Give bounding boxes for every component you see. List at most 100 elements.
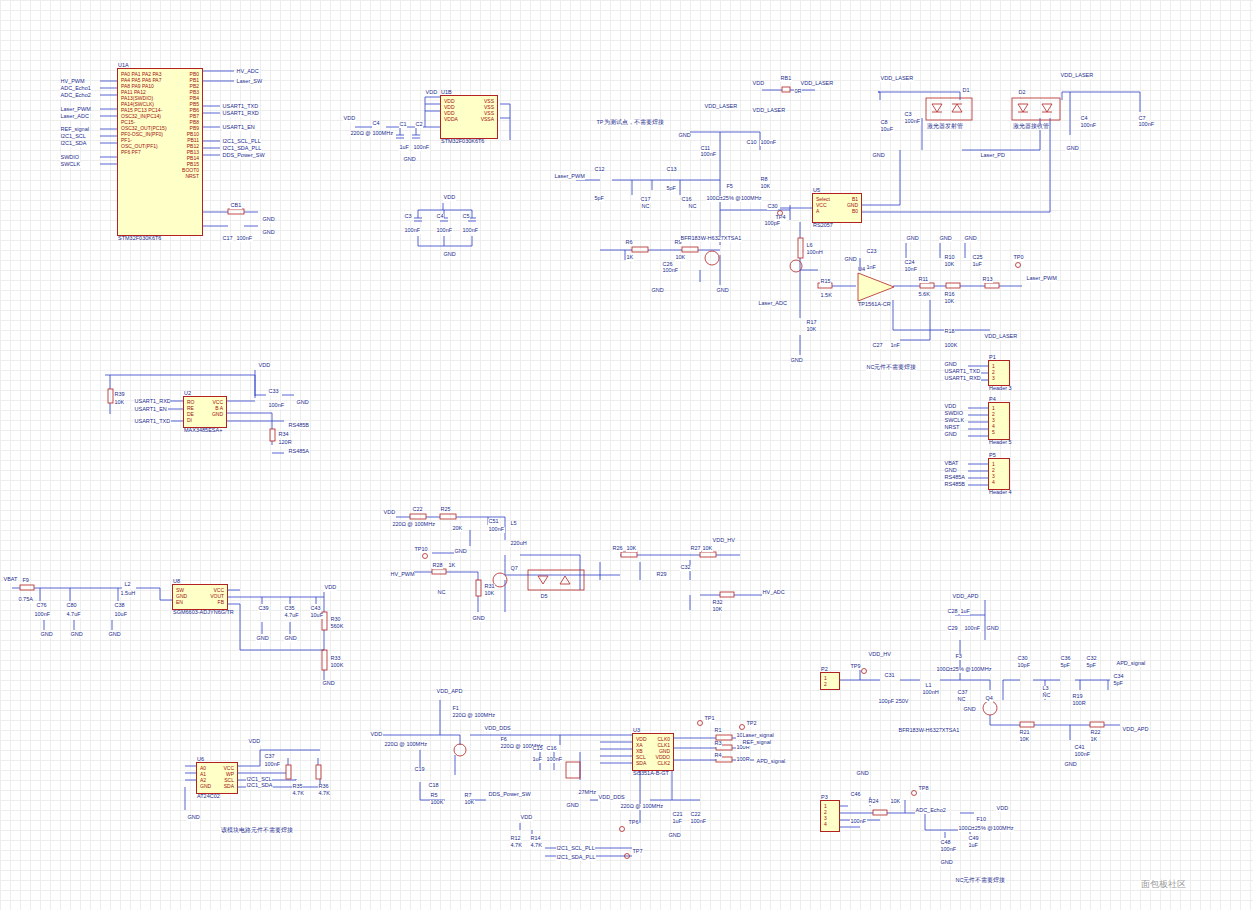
mcu-chip: U1APA0 PA1 PA2 PA3 PA4 PA5 PA6 PA7 PA8 P… bbox=[117, 68, 203, 236]
schematic-label: 面包板社区 bbox=[1140, 880, 1186, 889]
schematic-label: F5 bbox=[726, 184, 733, 190]
schematic-label: USART1_TXD bbox=[944, 369, 981, 375]
schematic-label: VDD_APD bbox=[952, 594, 979, 600]
schematic-label: Laser_PWM bbox=[1026, 276, 1057, 282]
schematic-label: 100R bbox=[736, 745, 750, 751]
schematic-label: R7 bbox=[464, 793, 472, 799]
schematic-label: L3 bbox=[1042, 686, 1049, 692]
schematic-label: 100R bbox=[1072, 701, 1086, 707]
schematic-label: 1nF bbox=[866, 265, 876, 271]
schematic-label: 5pF bbox=[666, 186, 676, 192]
schematic-label: C16 bbox=[546, 746, 557, 752]
schematic-label: 该模块电路元件不需要焊接 bbox=[220, 828, 293, 834]
schematic-label: 100nF bbox=[546, 757, 563, 763]
schematic-label: VDD_LASER bbox=[880, 76, 914, 82]
schematic-label: 4.7K bbox=[292, 791, 304, 797]
schematic-label: I2C1_SDA bbox=[246, 783, 273, 789]
schematic-label: R39 bbox=[114, 392, 125, 398]
schematic-label: GND bbox=[790, 358, 803, 364]
schematic-label: R6 bbox=[625, 240, 633, 246]
schematic-label: NC bbox=[1042, 693, 1051, 699]
part-number: Header 5 bbox=[989, 440, 1012, 446]
schematic-label: VDD bbox=[258, 363, 271, 369]
schematic-label: 100nF bbox=[1080, 123, 1097, 129]
schematic-label: C18 bbox=[428, 783, 439, 789]
pin-names: VDD XA XB SCL SDA bbox=[636, 736, 647, 768]
schematic-label: GND bbox=[1066, 146, 1079, 152]
schematic-label: C13 bbox=[666, 167, 677, 173]
schematic-label: Laser_signal bbox=[742, 733, 774, 739]
schematic-label: SWCLK bbox=[60, 162, 81, 168]
schematic-label: 1uF bbox=[672, 819, 682, 825]
schematic-label: VDD bbox=[248, 739, 261, 745]
schematic-label: C3 bbox=[904, 112, 912, 118]
schematic-label: L5 bbox=[510, 521, 517, 527]
pin-names: VCC WP SCL SDA bbox=[223, 765, 234, 791]
schematic-label: D2 bbox=[1018, 90, 1026, 96]
transistor-symbols bbox=[454, 251, 997, 778]
schematic-label: BFR183W-H6327XTSA1 bbox=[898, 728, 960, 734]
schematic-label: 10K bbox=[760, 184, 771, 190]
schematic-label: 0R bbox=[794, 89, 802, 95]
schematic-label: C46 bbox=[850, 792, 861, 798]
schematic-label: HV_PWM bbox=[390, 572, 415, 578]
schematic-label: VDD bbox=[324, 585, 337, 591]
schematic-label: R4 bbox=[714, 753, 722, 759]
schematic-label: USART1_RXD bbox=[222, 111, 259, 117]
schematic-label: RB1 bbox=[780, 76, 792, 82]
schematic-label: 10K bbox=[806, 327, 817, 333]
schematic-label: NC元件不需要焊接 bbox=[866, 365, 917, 371]
schematic-label: RS485A bbox=[944, 475, 966, 481]
pin-header: P21 2 bbox=[820, 672, 840, 690]
schematic-label: C25 bbox=[972, 255, 983, 261]
schematic-label: GND bbox=[108, 632, 121, 638]
schematic-label: I2C1_SDA_PLL bbox=[222, 146, 262, 152]
schematic-label: GND bbox=[443, 252, 456, 258]
pin-names: 1 2 3 4 bbox=[992, 461, 995, 487]
part-number: MAX3485ESA+ bbox=[184, 428, 222, 434]
schematic-label: GND bbox=[906, 236, 919, 242]
schematic-label: 激光器发射管 bbox=[926, 124, 963, 130]
schematic-label: C1 bbox=[399, 122, 407, 128]
schematic-label: 1nF bbox=[890, 343, 900, 349]
schematic-label: 1uF bbox=[972, 262, 982, 268]
schematic-label: GND bbox=[262, 230, 275, 236]
schematic-label: F10 bbox=[976, 817, 986, 823]
designator: U5 bbox=[813, 188, 820, 194]
schematic-label: VDD bbox=[443, 195, 456, 201]
schematic-label: ADC_Echo2 bbox=[60, 93, 91, 99]
designator: U1A bbox=[118, 63, 129, 69]
schematic-label: GND bbox=[1064, 762, 1077, 768]
schematic-label: GND bbox=[986, 626, 999, 632]
schematic-label: R19 bbox=[1072, 694, 1083, 700]
schematic-label: GND bbox=[40, 632, 53, 638]
schematic-label: F3 bbox=[955, 654, 962, 660]
schematic-label: 100K bbox=[330, 663, 344, 669]
schematic-label: 1K bbox=[1090, 737, 1098, 743]
schematic-label: 10K bbox=[114, 400, 125, 406]
part-number: TP1561A-CR bbox=[858, 302, 891, 308]
schematic-label: GND bbox=[472, 616, 485, 622]
schematic-label: R36 bbox=[318, 784, 329, 790]
schematic-label: 10nF bbox=[904, 267, 918, 273]
schematic-label: GND bbox=[262, 217, 275, 223]
schematic-label: 220Ω @ 100MHz bbox=[620, 804, 663, 810]
designator: U8 bbox=[173, 579, 180, 585]
schematic-label: R22 bbox=[1090, 730, 1101, 736]
schematic-label: NC bbox=[957, 697, 966, 703]
schematic-label: C11 bbox=[700, 146, 711, 152]
schematic-label: 10K bbox=[702, 546, 713, 552]
schematic-label: 10K bbox=[944, 299, 955, 305]
schematic-label: I2C1_SDA bbox=[60, 141, 87, 147]
schematic-label: GND bbox=[872, 153, 885, 159]
schematic-label: TP6 bbox=[628, 820, 639, 826]
schematic-label: Laser_ADC bbox=[60, 114, 89, 120]
schematic-label: USART1_TXD bbox=[222, 104, 259, 110]
schematic-label: 0.75A bbox=[18, 597, 33, 603]
schematic-label: SWDIO bbox=[944, 411, 964, 417]
schematic-label: D1 bbox=[962, 88, 970, 94]
schematic-label: 10K bbox=[626, 546, 637, 552]
schematic-label: VDD bbox=[383, 510, 396, 516]
schematic-label: 1uF bbox=[960, 609, 970, 615]
pin-header: P41 2 3 4 5Header 5 bbox=[988, 402, 1010, 440]
